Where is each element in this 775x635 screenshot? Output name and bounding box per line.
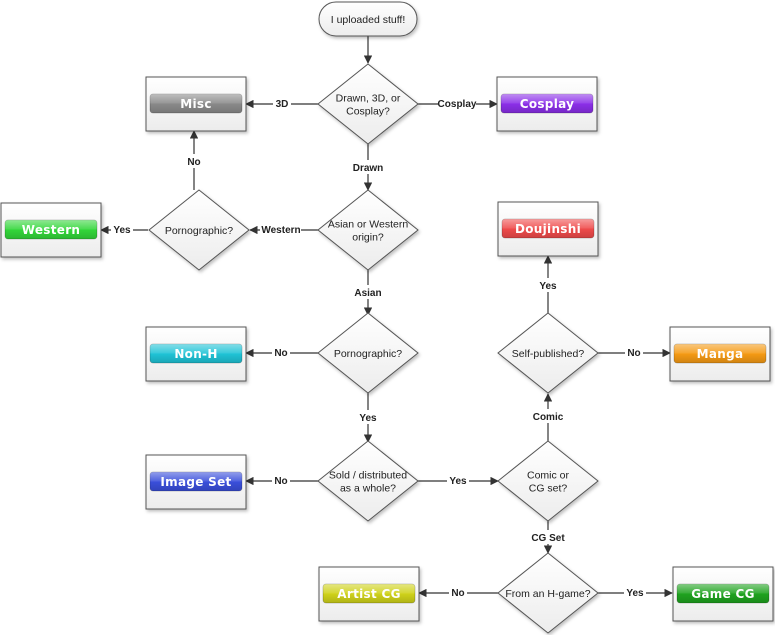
category-badge-gloss: [150, 94, 242, 113]
category-label: Manga: [697, 347, 744, 361]
edge-label-cg-set: CG Set: [531, 533, 565, 544]
edge-label-yes-gamecg: Yes: [626, 588, 644, 599]
edge-label-drawn: Drawn: [353, 163, 384, 174]
category-label: Artist CG: [337, 587, 400, 601]
decision-shape: [497, 552, 599, 634]
decision-shape: [317, 440, 419, 522]
category-label: Western: [22, 223, 81, 237]
category-badge-gloss: [677, 584, 769, 603]
decision-shape: [497, 440, 599, 522]
decision-label: Asian or Western: [328, 219, 408, 231]
edge-label-western: Western: [261, 225, 300, 236]
category-misc: Misc: [145, 76, 247, 132]
edge-label-no-artistcg: No: [451, 588, 464, 599]
category-non-h: Non-H: [145, 326, 247, 382]
edge-label-no-misc: No: [187, 157, 200, 168]
category-doujinshi: Doujinshi: [497, 201, 599, 257]
decision-shape: [317, 312, 419, 394]
start-label: I uploaded stuff!: [331, 14, 406, 26]
category-label: Game CG: [691, 587, 755, 601]
decision-label: Pornographic?: [334, 348, 402, 360]
category-label: Doujinshi: [515, 222, 581, 236]
decision-shape: [317, 63, 419, 145]
decision-self-pub: Self-published?: [497, 312, 599, 394]
decision-porn-western: Pornographic?: [148, 189, 250, 271]
category-badge-gloss: [323, 584, 415, 603]
edge-label-cosplay: Cosplay: [438, 99, 477, 110]
decision-label: as a whole?: [340, 483, 396, 495]
decision-shape: [148, 189, 250, 271]
decision-label: From an H-game?: [505, 588, 590, 600]
category-badge-gloss: [502, 219, 594, 238]
edge-labels: 3D Cosplay Drawn Western No Yes Asian No…: [111, 96, 646, 599]
start-node: I uploaded stuff!: [318, 1, 418, 37]
category-manga: Manga: [669, 326, 771, 382]
category-badge-gloss: [674, 344, 766, 363]
category-badge-gloss: [150, 344, 242, 363]
decision-label: Drawn, 3D, or: [336, 93, 401, 105]
edge-label-no-nonh: No: [274, 348, 287, 359]
edge-label-yes-sold: Yes: [359, 413, 377, 424]
category-label: Image Set: [160, 475, 231, 489]
category-cosplay: Cosplay: [496, 76, 598, 132]
category-artist-cg: Artist CG: [318, 566, 420, 622]
decision-porn-asian: Pornographic?: [317, 312, 419, 394]
edge-label-no-manga: No: [627, 348, 640, 359]
category-game-cg: Game CG: [672, 566, 774, 622]
category-badge-gloss: [501, 94, 593, 113]
decision-hgame: From an H-game?: [497, 552, 599, 634]
edge-label-yes-doujinshi: Yes: [539, 281, 557, 292]
edge-label-yes-western: Yes: [113, 225, 131, 236]
decision-label: Pornographic?: [165, 225, 233, 237]
edge-label-3d: 3D: [276, 99, 289, 110]
edge-label-asian: Asian: [354, 288, 381, 299]
edge-label-yes-comic: Yes: [449, 476, 467, 487]
decision-label: Comic or: [527, 470, 570, 482]
edge-label-comic: Comic: [533, 412, 564, 423]
decision-label: CG set?: [529, 483, 568, 495]
category-image-set: Image Set: [145, 454, 247, 510]
category-label: Misc: [180, 97, 212, 111]
decision-label: Sold / distributed: [329, 470, 407, 482]
decision-label: Cosplay?: [346, 106, 390, 118]
category-badge-gloss: [5, 220, 97, 239]
decision-shape: [317, 189, 419, 271]
category-badge-gloss: [150, 472, 242, 491]
edge-label-no-imageset: No: [274, 476, 287, 487]
decision-label: origin?: [352, 232, 384, 244]
category-western: Western: [0, 202, 102, 258]
category-label: Non-H: [174, 347, 217, 361]
decision-label: Self-published?: [512, 348, 585, 360]
category-label: Cosplay: [520, 97, 575, 111]
decision-shape: [497, 312, 599, 394]
